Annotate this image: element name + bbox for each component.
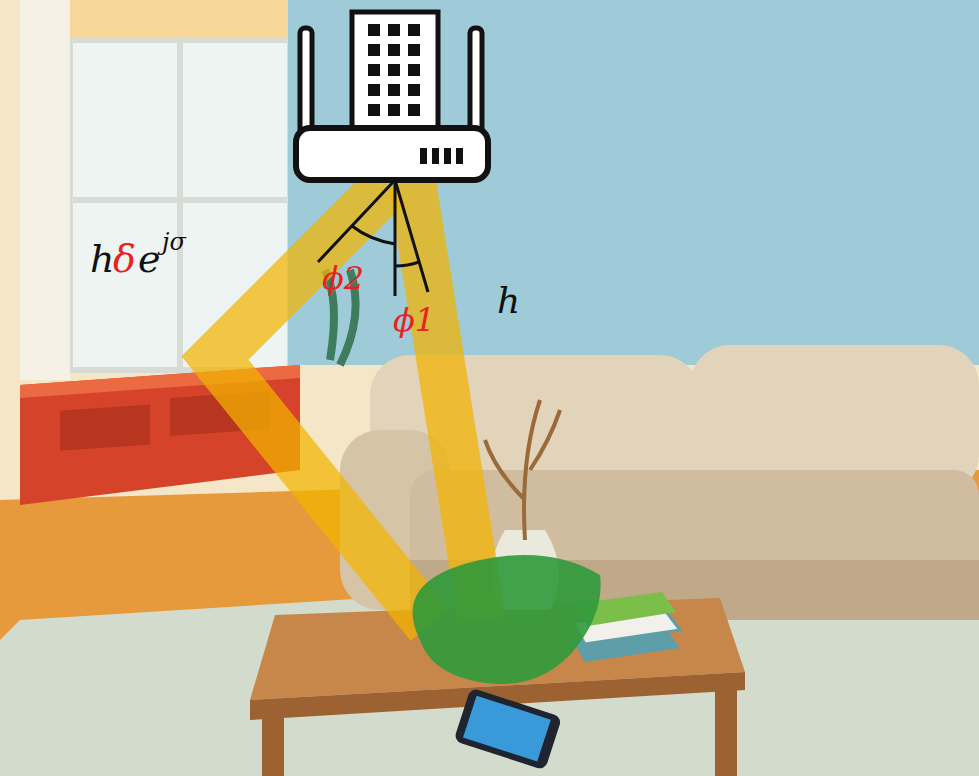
- obstacle-blob: [413, 555, 601, 684]
- table-leg: [262, 715, 284, 776]
- router-grid: [368, 24, 420, 116]
- phone-screen: [463, 696, 551, 762]
- router-body: [296, 128, 488, 180]
- window-frame: [177, 40, 183, 370]
- angle-line: [394, 180, 397, 296]
- cabinet-door: [60, 405, 150, 451]
- angle-arc: [395, 262, 419, 266]
- window-frame: [70, 197, 290, 203]
- angle-label: ϕ2: [322, 262, 364, 294]
- angle-line: [318, 180, 395, 262]
- direct-beam: [412, 182, 482, 620]
- branches: [485, 400, 560, 540]
- phase-exponent: jσ: [162, 230, 186, 254]
- curtain: [20, 0, 70, 380]
- router-antenna: [300, 28, 312, 138]
- channel-symbol: h: [90, 240, 114, 278]
- wall-panel: [288, 0, 979, 365]
- channel-symbol: h: [497, 283, 520, 319]
- reflected-beam: [215, 185, 430, 625]
- router-tower: [352, 12, 438, 130]
- router-leds: [420, 148, 463, 164]
- smartphone: [454, 687, 563, 770]
- angle-label: ϕ1: [393, 304, 435, 336]
- exponential-symbol: e: [138, 240, 161, 278]
- phone-body: [454, 687, 563, 770]
- router-antenna: [470, 28, 482, 138]
- attenuation-symbol: δ: [113, 240, 136, 278]
- angle-line: [395, 180, 428, 292]
- angle-arc: [352, 226, 395, 244]
- table-leg: [715, 685, 737, 776]
